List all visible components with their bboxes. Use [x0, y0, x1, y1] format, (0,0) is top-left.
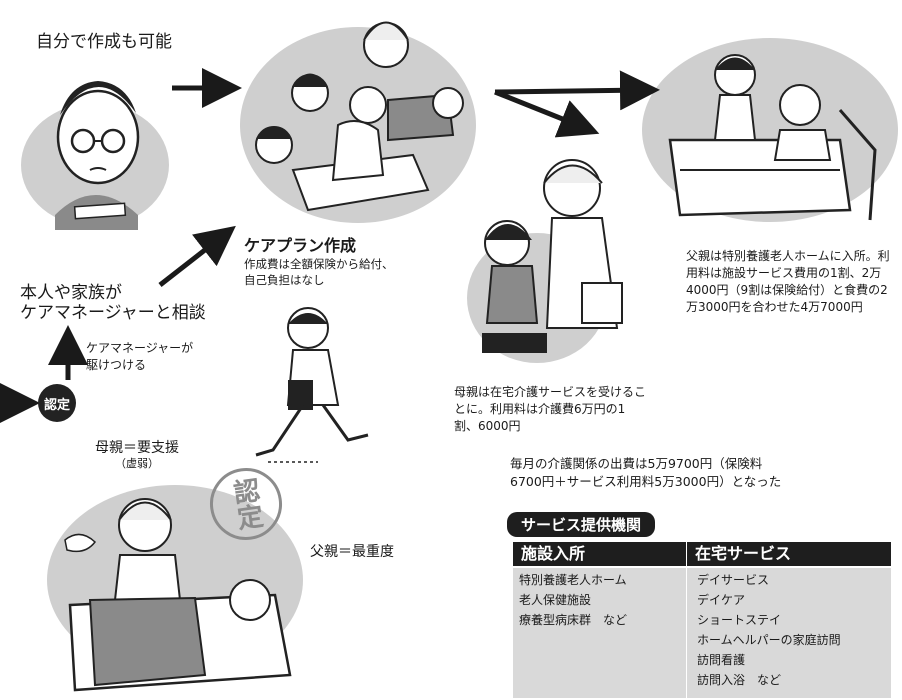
mother-status-sub: （虚弱） — [115, 457, 159, 470]
top-note: 自分で作成も可能 — [36, 32, 172, 52]
arrow-to-facility — [494, 70, 660, 111]
nintei-badge: 認定 — [38, 384, 76, 422]
nintei-badge-text: 認定 — [43, 397, 70, 413]
facility-list: 特別養護老人ホーム 老人保健施設 療養型病床群 など — [513, 568, 686, 698]
rush-note-line-2: 駆けつける — [86, 358, 147, 372]
careplan-line-2: 自己負担はなし — [244, 273, 325, 287]
facility-item: 老人保健施設 — [519, 593, 592, 607]
father-facility-note: 父親は特別養護老人ホームに入所。利用料は施設サービス費用の1割、2万4000円（… — [686, 249, 890, 314]
arrow-to-home — [494, 89, 600, 138]
mother-home-note: 母親は在宅介護サービスを受けることに。利用料は介護費6万円の1割、6000円 — [454, 385, 647, 433]
careplan-block: ケアプラン作成 作成費は全額保険から給付、 自己負担はなし — [244, 236, 394, 288]
rush-note: ケアマネージャーが 駆けつける — [86, 340, 193, 374]
home-item: ホームヘルパーの家庭訪問 — [697, 633, 841, 647]
grandmother-child-illustration — [467, 159, 623, 363]
monthly-line-1: 毎月の介護関係の出費は5万9700円（保険料 — [510, 456, 763, 471]
parents-futon-illustration — [47, 485, 303, 692]
consult-line-2: ケアマネージャーと相談 — [20, 303, 206, 323]
mother-status-main: 母親＝要支援 — [95, 440, 179, 456]
careplan-title: ケアプラン作成 — [244, 236, 357, 255]
careplan-line-1: 作成費は全額保険から給付、 — [244, 257, 394, 271]
home-item: ショートステイ — [697, 613, 782, 627]
arrow-consult-to-plan — [158, 225, 236, 287]
family-meeting-illustration — [240, 21, 476, 223]
consult-line-1: 本人や家族が — [20, 283, 122, 303]
monthly-line-2: 6700円＋サービス利用料5万3000円）となった — [510, 474, 782, 489]
home-item: デイケア — [697, 593, 746, 607]
rush-note-line-1: ケアマネージャーが — [86, 341, 194, 355]
monthly-expense: 毎月の介護関係の出費は5万9700円（保険料 6700円＋サービス利用料5万30… — [510, 455, 781, 491]
home-list: デイサービス デイケア ショートステイ ホームヘルパーの家庭訪問 訪問看護 訪問… — [687, 568, 891, 698]
home-item: 訪問看護 — [697, 653, 746, 667]
consult-label: 本人や家族が ケアマネージャーと相談 — [20, 283, 206, 323]
services-title: サービス提供機関 — [507, 512, 656, 537]
home-item: 訪問入浴 など — [697, 673, 782, 687]
home-header: 在宅サービス — [687, 542, 891, 566]
facility-header: 施設入所 — [513, 542, 686, 566]
facility-item: 特別養護老人ホーム — [519, 573, 627, 587]
father-status: 父親＝最重度 — [310, 544, 394, 560]
mother-status: 母親＝要支援 （虚弱） — [95, 440, 179, 472]
father-bed-illustration — [642, 38, 898, 222]
man-writing-illustration — [21, 81, 169, 230]
facility-item: 療養型病床群 など — [519, 613, 628, 627]
services-panel: サービス提供機関 施設入所 在宅サービス 特別養護老人ホーム 老人保健施設 療養… — [507, 512, 893, 698]
care-manager-running-illustration — [255, 307, 369, 463]
home-item: デイサービス — [697, 573, 770, 587]
